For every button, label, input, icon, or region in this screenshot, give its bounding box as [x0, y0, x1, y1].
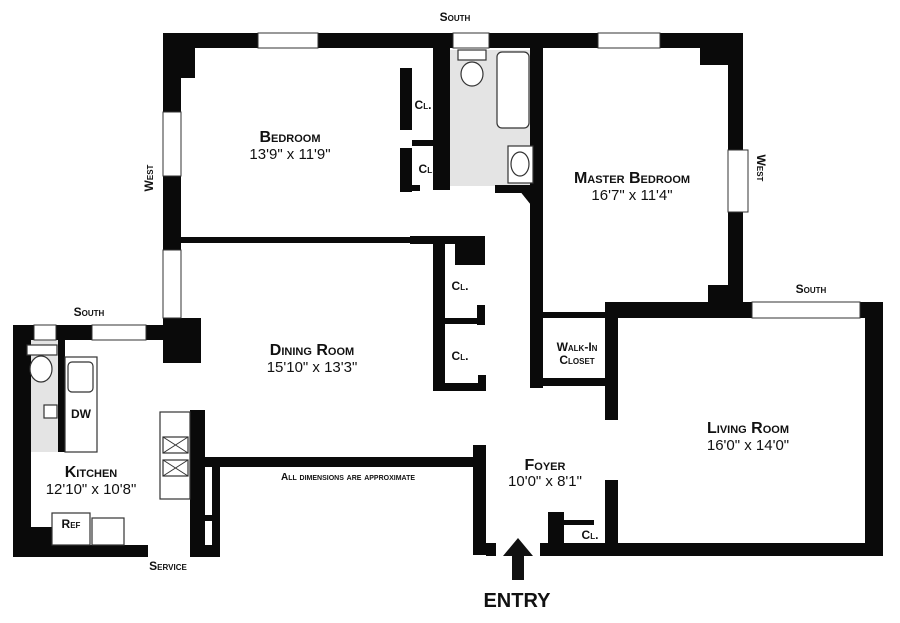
windows [33, 32, 861, 341]
dishwasher-label: DW [71, 407, 92, 421]
orientation-south: South [796, 282, 827, 296]
room-size-master-bedroom: 16'7" x 11'4" [591, 187, 672, 204]
refrigerator-icon [51, 512, 91, 546]
closet-label: Cl. [419, 162, 436, 176]
orientation-south: South [440, 10, 471, 24]
toilet-icon [29, 355, 53, 383]
room-name-kitchen: Kitchen [65, 464, 118, 481]
room-name-dining-room: Dining Room [270, 342, 354, 359]
room-size-kitchen: 12'10" x 10'8" [46, 481, 137, 498]
room-name-foyer: Foyer [525, 457, 566, 474]
kitchen-sink-icon [67, 361, 94, 393]
entry-arrow-icon [503, 538, 533, 580]
window [597, 32, 661, 49]
kitchen-cabinet [91, 517, 125, 546]
orientation-west: West [754, 155, 768, 182]
window [91, 324, 147, 341]
room-size-dining-room: 15'10" x 13'3" [267, 359, 358, 376]
bathtub-icon [496, 51, 530, 129]
window [751, 301, 861, 319]
room-size-living-room: 16'0" x 14'0" [707, 437, 789, 454]
sink-icon [43, 404, 58, 419]
room-name-living-room: Living Room [707, 420, 789, 437]
dimensions-note: All dimensions are approximate [281, 472, 415, 483]
fixtures [26, 49, 534, 546]
toilet-icon [460, 61, 484, 87]
service-entrance-label: Service [149, 559, 187, 573]
toilet-tank [457, 49, 487, 61]
window [33, 324, 57, 341]
window [162, 249, 182, 319]
stove-counter [159, 411, 191, 500]
room-size-bedroom: 13'9" x 11'9" [249, 146, 330, 163]
closet-label: Cl. [452, 279, 469, 293]
orientation-west: West [142, 164, 156, 191]
closet-label: Cl. [415, 98, 432, 112]
closet-label: Cl. [452, 349, 469, 363]
closet-label: Cl. [582, 528, 599, 542]
refrigerator-label: Ref [62, 517, 81, 531]
window [162, 111, 182, 177]
walls [13, 33, 883, 557]
window [257, 32, 319, 49]
walk-in-closet-label: Closet [559, 353, 594, 367]
orientation-south: South [74, 305, 105, 319]
window [452, 32, 490, 49]
toilet-tank [26, 344, 58, 356]
window [727, 149, 749, 213]
room-size-foyer: 10'0" x 8'1" [508, 473, 582, 490]
room-name-master-bedroom: Master Bedroom [574, 170, 690, 187]
room-name-bedroom: Bedroom [259, 129, 320, 146]
entry-label: ENTRY [483, 590, 551, 612]
walk-in-closet-label: Walk-In [557, 340, 598, 354]
